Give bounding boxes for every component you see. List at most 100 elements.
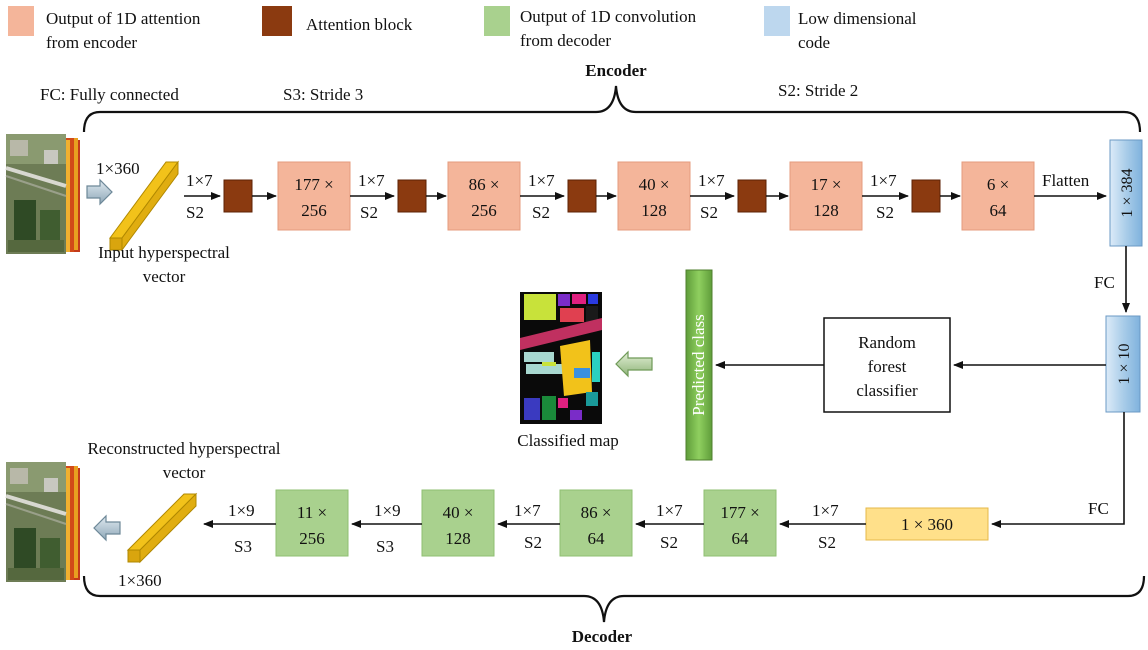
to-map-arrow-icon — [615, 350, 653, 378]
dec-fc-output-box — [865, 507, 989, 541]
attention-block — [223, 179, 253, 213]
input-label-line1: Input hyperspectral — [98, 243, 230, 262]
output-size-label: 1×360 — [118, 571, 162, 590]
output-label-line1: Reconstructed hyperspectral — [87, 439, 280, 458]
flatten-label: Flatten — [1042, 171, 1090, 190]
note-fc: FC: Fully connected — [40, 85, 179, 104]
dec-output-box-3 — [421, 489, 495, 557]
dec-kernel-5: 1×9 — [228, 501, 255, 520]
dec-output-4-line1: 11 × — [297, 503, 327, 522]
encoder-title: Encoder — [585, 61, 647, 80]
encoder-brace — [82, 85, 1142, 133]
attention-block — [911, 179, 941, 213]
dec-output-1-line1: 177 × — [720, 503, 759, 522]
classifier-line3: classifier — [856, 381, 918, 400]
dec-stride-5: S3 — [234, 537, 252, 556]
legend-low-dim-line2: code — [798, 33, 830, 52]
dec-kernel-1: 1×7 — [812, 501, 839, 520]
dec-output-box-4 — [275, 489, 349, 557]
legend-attention-output-line1: Output of 1D attention — [46, 9, 201, 28]
dec-output-2-line2: 64 — [588, 529, 606, 548]
dec-output-2-line1: 86 × — [581, 503, 612, 522]
enc-output-3-line2: 128 — [641, 201, 667, 220]
random-forest-box — [823, 317, 951, 413]
enc-stride-1: S2 — [186, 203, 204, 222]
dec-output-1-line2: 64 — [732, 529, 750, 548]
legend: Output of 1D attention from encoder Atte… — [8, 6, 917, 52]
enc-output-2-line2: 256 — [471, 201, 497, 220]
attention-block — [737, 179, 767, 213]
classified-map-label: Classified map — [517, 431, 619, 450]
note-s3: S3: Stride 3 — [283, 85, 363, 104]
legend-conv-output-line2: from decoder — [520, 31, 611, 50]
legend-attention-output-line2: from encoder — [46, 33, 137, 52]
input-size-label: 1×360 — [96, 159, 140, 178]
input-hyperspectral-cube — [5, 134, 80, 254]
dec-output-3-line1: 40 × — [443, 503, 474, 522]
dec-stride-1: S2 — [818, 533, 836, 552]
dec-stride-2: S2 — [660, 533, 678, 552]
classified-map — [520, 292, 602, 424]
dec-fc-arrow — [991, 412, 1125, 528]
dec-output-4-line2: 256 — [299, 529, 325, 548]
enc-output-box-1 — [277, 161, 351, 231]
enc-fc-label: FC — [1094, 273, 1115, 292]
code-vector-label: 1 × 10 — [1116, 343, 1133, 384]
enc-kernel-5: 1×7 — [870, 171, 897, 190]
enc-output-4-line1: 17 × — [811, 175, 842, 194]
enc-kernel-1: 1×7 — [186, 171, 213, 190]
predicted-class-bar — [685, 269, 713, 461]
input-arrow-icon — [86, 178, 113, 206]
enc-output-1-line1: 177 × — [294, 175, 333, 194]
decoder-brace — [82, 575, 1146, 623]
legend-low-dim-line1: Low dimensional — [798, 9, 917, 28]
enc-output-3-line1: 40 × — [639, 175, 670, 194]
enc-stride-4: S2 — [700, 203, 718, 222]
enc-kernel-2: 1×7 — [358, 171, 385, 190]
input-label-line2: vector — [143, 267, 186, 286]
attention-block — [567, 179, 597, 213]
enc-stride-5: S2 — [876, 203, 894, 222]
dec-fc-label: FC — [1088, 499, 1109, 518]
legend-swatch-conv-output — [484, 6, 510, 36]
dec-kernel-2: 1×7 — [656, 501, 683, 520]
flat-vector-box — [1109, 139, 1143, 247]
predicted-class-label: Predicted class — [689, 314, 708, 416]
enc-output-2-line1: 86 × — [469, 175, 500, 194]
decoder-title: Decoder — [572, 627, 633, 646]
dec-stride-4: S3 — [376, 537, 394, 556]
legend-swatch-attention-output — [8, 6, 34, 36]
dec-stride-3: S2 — [524, 533, 542, 552]
enc-stride-3: S2 — [532, 203, 550, 222]
enc-stride-2: S2 — [360, 203, 378, 222]
dec-kernel-3: 1×7 — [514, 501, 541, 520]
encoder-row: 1×7 S2 177 × 256 1×7 S2 86 × 256 1×7 S2 … — [184, 161, 1107, 231]
note-s2: S2: Stride 2 — [778, 81, 858, 100]
input-vector-bar — [109, 160, 179, 252]
dec-kernel-4: 1×9 — [374, 501, 401, 520]
dec-output-box-2 — [559, 489, 633, 557]
enc-kernel-4: 1×7 — [698, 171, 725, 190]
dec-output-3-line2: 128 — [445, 529, 471, 548]
flat-vector-label: 1 × 384 — [1119, 168, 1136, 217]
enc-output-5-line1: 6 × — [987, 175, 1009, 194]
enc-output-box-5 — [961, 161, 1035, 231]
enc-output-4-line2: 128 — [813, 201, 839, 220]
legend-swatch-attention-block — [262, 6, 292, 36]
output-label-line2: vector — [163, 463, 206, 482]
code-vector-box — [1105, 315, 1141, 413]
output-arrow-icon — [93, 514, 121, 542]
legend-attention-block: Attention block — [306, 15, 413, 34]
classifier-line2: forest — [868, 357, 907, 376]
dec-fc-output-label: 1 × 360 — [901, 515, 953, 534]
enc-kernel-3: 1×7 — [528, 171, 555, 190]
enc-output-1-line2: 256 — [301, 201, 327, 220]
classifier-line1: Random — [858, 333, 916, 352]
attention-block — [397, 179, 427, 213]
enc-output-5-line2: 64 — [990, 201, 1008, 220]
enc-output-box-2 — [447, 161, 521, 231]
legend-conv-output-line1: Output of 1D convolution — [520, 7, 697, 26]
dec-output-box-1 — [703, 489, 777, 557]
legend-swatch-low-dim — [764, 6, 790, 36]
